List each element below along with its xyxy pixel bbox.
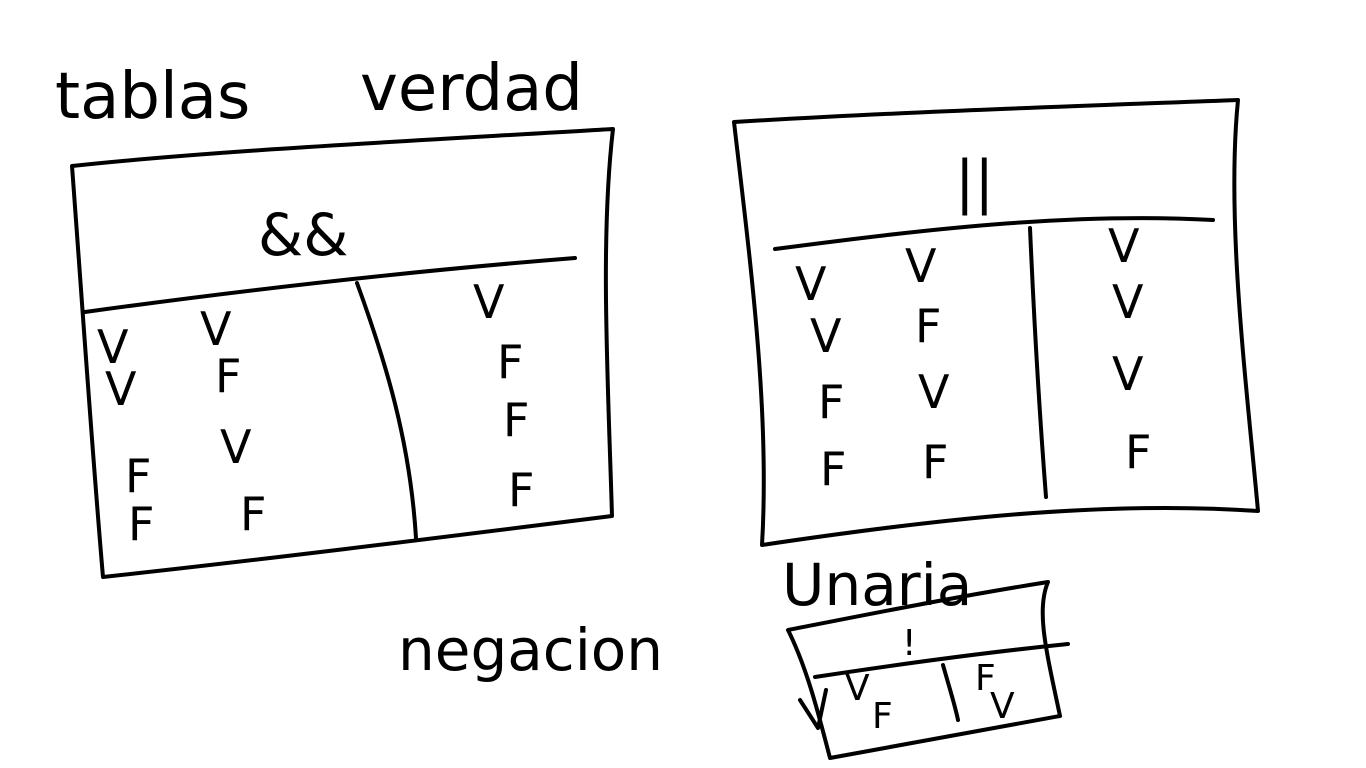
- and-row-2-b: F: [215, 349, 241, 403]
- and-row-3-a: F: [125, 449, 151, 503]
- unary-operator: !: [902, 623, 916, 664]
- unary-table-header-divider: [813, 642, 1070, 679]
- or-row-2-a: V: [810, 309, 842, 363]
- and-row-1-a: V: [97, 320, 129, 374]
- or-row-3-result: V: [1112, 347, 1144, 401]
- and-table-column-divider: [355, 281, 418, 540]
- and-table-border: [70, 127, 615, 579]
- and-row-3-b: V: [220, 420, 252, 474]
- or-row-1-result: V: [1108, 219, 1140, 273]
- unary-row-1-output: F: [975, 658, 996, 699]
- or-table-header-divider: [773, 216, 1215, 251]
- or-row-4-a: F: [820, 442, 846, 496]
- unary-row-1-input: V: [845, 668, 870, 709]
- title-word-verdad: verdad: [360, 52, 583, 126]
- and-table-header-divider: [83, 256, 577, 314]
- and-table: && V V V V F F F V F F F F: [70, 127, 615, 579]
- and-row-2-a: V: [105, 362, 137, 416]
- and-row-2-result: F: [497, 335, 523, 389]
- or-row-3-b: V: [918, 365, 950, 419]
- or-table-operator: ||: [955, 148, 994, 216]
- title-word-tablas: tablas: [55, 60, 250, 134]
- or-row-3-a: F: [818, 375, 844, 429]
- unary-row-2-input: F: [872, 696, 893, 737]
- and-row-4-result: F: [508, 463, 534, 517]
- or-row-2-result: V: [1112, 275, 1144, 329]
- or-row-4-result: F: [1125, 425, 1151, 479]
- or-table-column-divider: [1028, 226, 1048, 499]
- and-row-1-result: V: [473, 275, 505, 329]
- or-table: || V V V V F V F V V F F F: [732, 98, 1260, 547]
- negation-label: negacion: [398, 616, 663, 684]
- and-row-4-b: F: [240, 487, 266, 541]
- and-row-3-result: F: [503, 393, 529, 447]
- and-table-operator: &&: [258, 201, 348, 269]
- unary-table-border: [786, 580, 1062, 760]
- and-row-4-a: F: [128, 497, 154, 551]
- or-row-2-b: F: [915, 299, 941, 353]
- or-row-1-a: V: [795, 257, 827, 311]
- unary-table-left-tick: [798, 688, 828, 730]
- unary-label: Unaria: [782, 551, 972, 619]
- or-table-border: [732, 98, 1260, 547]
- or-row-1-b: V: [905, 239, 937, 293]
- unary-row-2-output: V: [990, 686, 1015, 727]
- or-row-4-b: F: [922, 435, 948, 489]
- and-row-1-b: V: [200, 302, 232, 356]
- unary-table: ! V F F V: [786, 580, 1070, 760]
- unary-table-column-divider: [941, 663, 960, 722]
